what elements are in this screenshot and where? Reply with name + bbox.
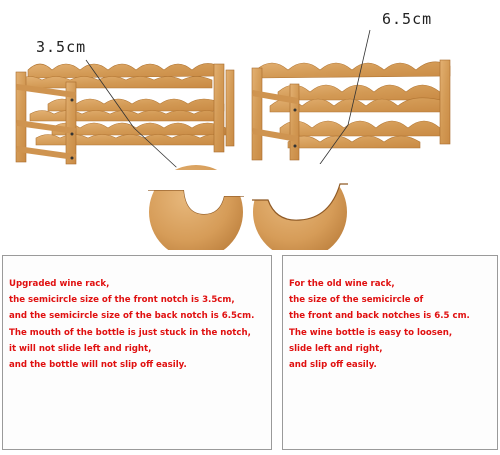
description-line: it will not slide left and right, bbox=[9, 343, 152, 354]
old-rack-description: For the old wine rack, the size of the s… bbox=[282, 255, 498, 450]
description-line: and the semicircle size of the back notc… bbox=[9, 311, 255, 322]
description-line: and the bottle will not slip off easily. bbox=[9, 360, 187, 371]
description-line: The wine bottle is easy to loosen, bbox=[289, 327, 453, 338]
old-notch-size-label: 6.5cm bbox=[382, 10, 433, 28]
product-photo-area: 3.5cm 6.5cm bbox=[15, 10, 451, 261]
old-notch-closeup bbox=[251, 163, 349, 261]
upgraded-notch-size-label: 3.5cm bbox=[36, 38, 87, 56]
description-line: the semicircle size of the front notch i… bbox=[9, 295, 235, 306]
old-wine-rack bbox=[251, 59, 451, 161]
upgraded-rack-description: Upgraded wine rack, the semicircle size … bbox=[2, 255, 272, 450]
wine-racks-illustration bbox=[15, 29, 451, 261]
description-line: and slip off easily. bbox=[289, 360, 377, 371]
description-line: slide left and right, bbox=[289, 343, 383, 354]
description-line: the size of the semicircle of bbox=[289, 295, 424, 306]
upgraded-notch-closeup bbox=[147, 163, 245, 261]
description-line: For the old wine rack, bbox=[289, 279, 395, 289]
upgraded-wine-rack bbox=[15, 63, 235, 165]
description-line: Upgraded wine rack, bbox=[9, 279, 110, 289]
description-line: The mouth of the bottle is just stuck in… bbox=[9, 327, 251, 338]
description-line: the front and back notches is 6.5 cm. bbox=[289, 311, 470, 322]
